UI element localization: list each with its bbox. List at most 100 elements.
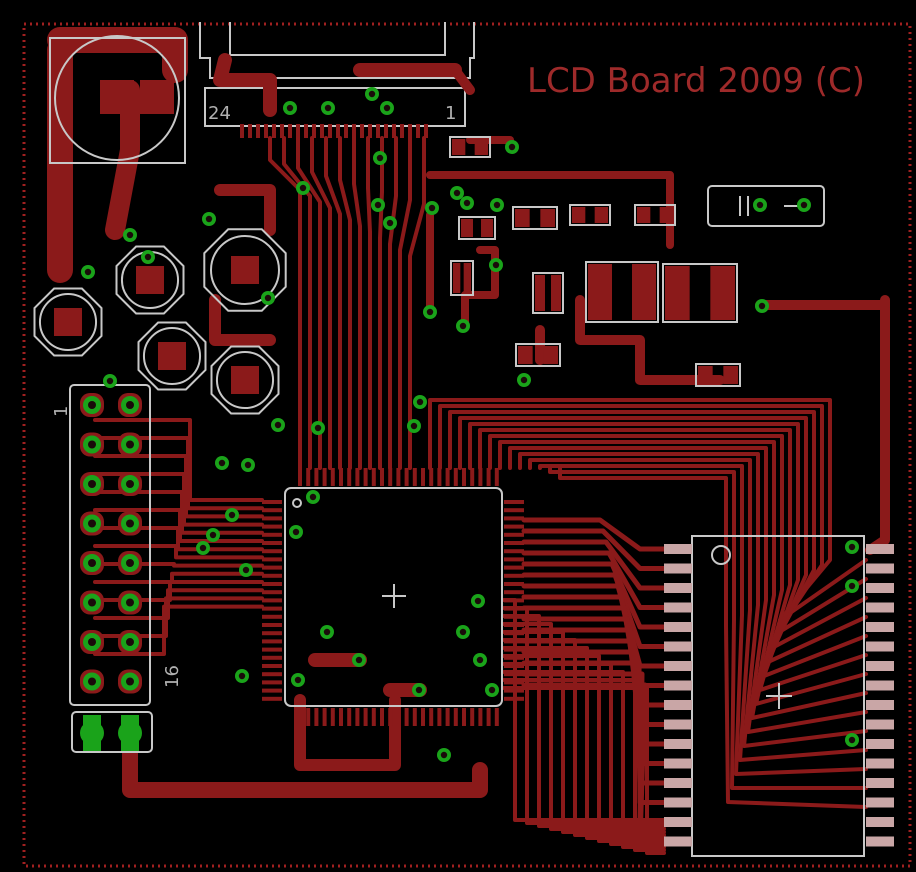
qfp-pin bbox=[262, 696, 282, 701]
qfp-pin bbox=[504, 672, 524, 677]
fpc-pin bbox=[248, 124, 252, 138]
header-hole bbox=[88, 559, 96, 567]
qfp-pin bbox=[330, 468, 335, 486]
via-hole bbox=[415, 686, 423, 694]
smd-pad bbox=[481, 219, 493, 237]
via-hole bbox=[228, 511, 236, 519]
bus-trace bbox=[521, 528, 667, 571]
qfp-pin bbox=[388, 468, 393, 486]
qfp-pin bbox=[363, 708, 368, 726]
lcd-pad bbox=[866, 641, 894, 652]
qfp-pin bbox=[412, 468, 417, 486]
qfp-pin bbox=[504, 582, 524, 586]
header-hole bbox=[88, 677, 96, 686]
smd-outline bbox=[634, 204, 676, 226]
qfp-pin bbox=[504, 614, 524, 619]
qfp-pin bbox=[298, 708, 302, 726]
via-hole bbox=[355, 656, 363, 664]
fpc-pin bbox=[352, 124, 356, 138]
qfp-pin bbox=[404, 708, 409, 726]
lcd-pad bbox=[664, 544, 692, 554]
qfp-pin bbox=[504, 532, 524, 537]
fpc-pin bbox=[360, 124, 364, 138]
qfp-pin bbox=[330, 708, 335, 726]
lcd-pad bbox=[664, 583, 692, 593]
via-hole bbox=[756, 201, 764, 209]
qfp-pin bbox=[262, 590, 282, 595]
lcd-pad bbox=[664, 817, 692, 827]
smd-outline bbox=[458, 216, 496, 240]
qfp-pin bbox=[504, 590, 524, 595]
header-hole bbox=[88, 440, 96, 449]
smd-pad bbox=[723, 366, 738, 384]
component-outline bbox=[210, 345, 280, 415]
smd-pad bbox=[698, 366, 713, 384]
via-hole bbox=[848, 543, 856, 551]
bus-trace bbox=[378, 136, 384, 470]
bus-trace bbox=[93, 571, 264, 584]
qfp-pin bbox=[314, 708, 319, 726]
bus-trace bbox=[521, 561, 667, 630]
via-hole bbox=[374, 201, 382, 209]
qfp-pin bbox=[306, 468, 311, 486]
lcd-pad bbox=[664, 661, 692, 671]
lcd-pad bbox=[664, 739, 692, 749]
smd-outline bbox=[662, 263, 738, 323]
qfp-pin bbox=[437, 468, 442, 486]
smd-pad bbox=[551, 275, 561, 311]
component-pad bbox=[54, 308, 82, 336]
bus-trace bbox=[521, 517, 667, 552]
connector-pin24-label: 24 bbox=[208, 103, 231, 124]
fpc-connector: 24 1 bbox=[199, 22, 475, 138]
qfp-pin bbox=[453, 468, 458, 486]
bus-trace bbox=[521, 550, 667, 610]
header-hole bbox=[126, 401, 134, 409]
lcd-pad bbox=[664, 622, 692, 632]
qfp-pin bbox=[396, 708, 401, 726]
lcd-pad bbox=[664, 836, 692, 847]
bus-trace bbox=[502, 654, 666, 843]
via-hole bbox=[440, 751, 448, 759]
qfp-pin bbox=[462, 708, 466, 726]
smd-pad bbox=[452, 139, 466, 155]
lcd-pad bbox=[664, 641, 692, 652]
qfp-pin bbox=[404, 468, 409, 486]
via-hole bbox=[199, 544, 207, 552]
qfp-pin bbox=[262, 672, 282, 677]
bus-trace bbox=[498, 440, 868, 720]
via-hole bbox=[410, 422, 418, 430]
smd-components bbox=[449, 136, 741, 387]
qfp-pin bbox=[412, 708, 417, 726]
smd-pad bbox=[540, 209, 555, 227]
qfp-pin bbox=[262, 541, 282, 545]
via-hole bbox=[292, 528, 300, 536]
lcd-pad bbox=[866, 544, 894, 554]
qfp-pin bbox=[478, 708, 483, 726]
qfp-pin bbox=[504, 524, 524, 529]
qfp-pin bbox=[339, 708, 343, 726]
qfp-pin bbox=[504, 664, 524, 668]
via-hole bbox=[209, 531, 217, 539]
qfp-pin bbox=[298, 468, 302, 486]
via-hole bbox=[428, 204, 436, 212]
board-outline bbox=[22, 22, 912, 868]
header-hole bbox=[126, 559, 134, 567]
smd-outline bbox=[695, 363, 741, 387]
bus-trace bbox=[93, 544, 264, 560]
fpc-pin bbox=[328, 124, 332, 138]
via-hole bbox=[800, 201, 808, 209]
qfp-pin bbox=[504, 639, 524, 644]
via-hole bbox=[244, 461, 252, 469]
qfp-pin bbox=[504, 500, 524, 504]
component-pad bbox=[158, 342, 186, 370]
component-pad bbox=[136, 266, 164, 294]
fpc-pin bbox=[368, 124, 372, 138]
qfp-pin bbox=[355, 708, 360, 726]
smd-pad bbox=[461, 219, 473, 237]
smd-pad bbox=[453, 263, 461, 293]
fpc-pin bbox=[376, 124, 380, 138]
header-hole bbox=[126, 638, 134, 646]
bus-trace bbox=[438, 404, 868, 636]
qfp-pin bbox=[262, 664, 282, 668]
qfp-pin bbox=[262, 606, 282, 611]
